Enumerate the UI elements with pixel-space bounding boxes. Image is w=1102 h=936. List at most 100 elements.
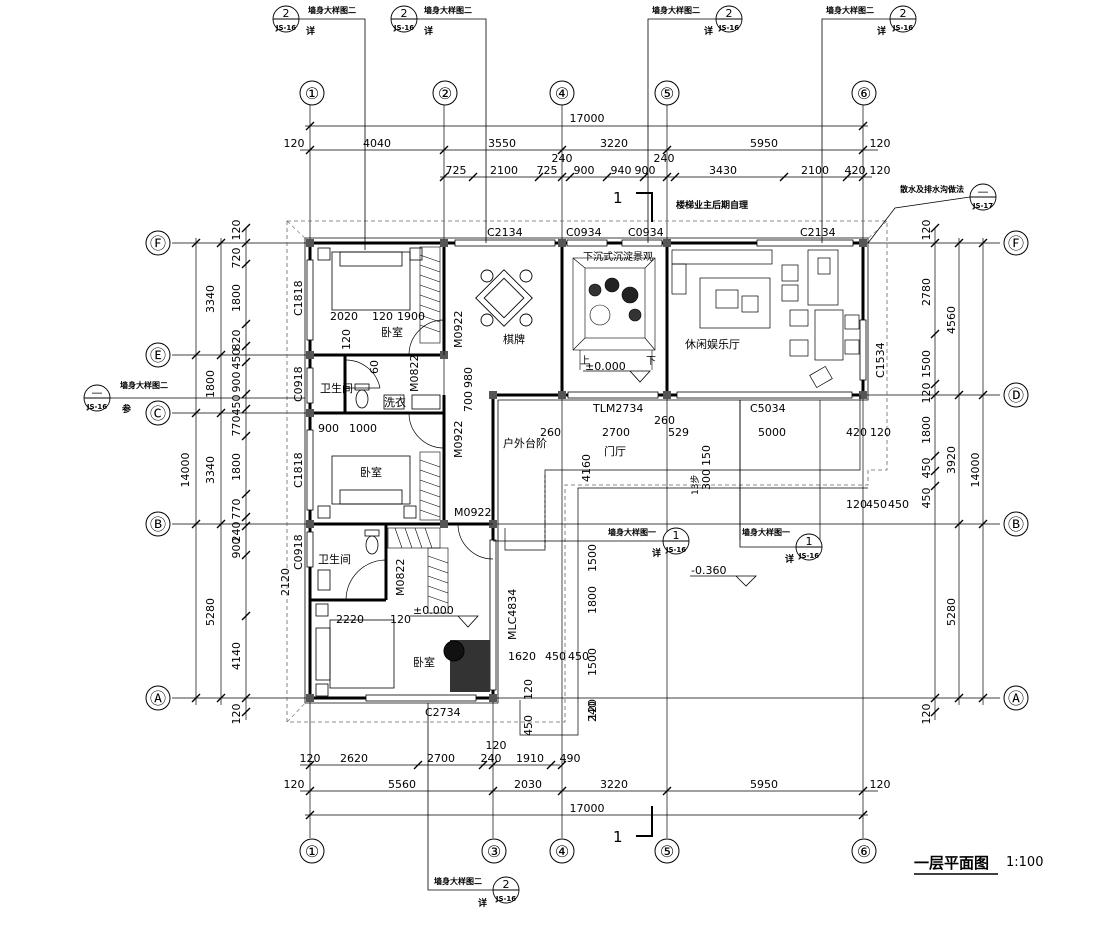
window-label: C5034 <box>750 402 786 415</box>
svg-text:1500: 1500 <box>586 544 599 572</box>
svg-text:1000: 1000 <box>349 422 377 435</box>
level-markers <box>410 370 757 628</box>
svg-text:725: 725 <box>446 164 467 177</box>
svg-text:120: 120 <box>522 679 535 700</box>
svg-text:490: 490 <box>560 752 581 765</box>
drawing-title: 一层平面图 1:100 <box>914 854 1043 875</box>
window-label: C0918 <box>292 366 305 402</box>
title-scale: 1:100 <box>1006 855 1043 870</box>
svg-text:120: 120 <box>846 498 867 511</box>
svg-text:详: 详 <box>306 25 315 37</box>
svg-text:详: 详 <box>877 25 886 37</box>
axis-left-B: Ⓑ <box>150 515 166 534</box>
svg-text:2100: 2100 <box>801 164 829 177</box>
svg-text:725: 725 <box>537 164 558 177</box>
svg-text:5000: 5000 <box>758 426 786 439</box>
svg-text:JS-17: JS-17 <box>972 202 993 210</box>
axis-right-D: Ⓓ <box>1008 386 1024 405</box>
svg-text:120: 120 <box>870 426 891 439</box>
svg-text:5560: 5560 <box>388 778 416 791</box>
svg-text:墙身大样图二: 墙身大样图二 <box>120 380 168 390</box>
svg-text:墙身大样图二: 墙身大样图二 <box>434 876 482 886</box>
window-label: C0934 <box>566 226 602 239</box>
axis-top-5: ⑤ <box>660 84 674 103</box>
svg-text:2030: 2030 <box>514 778 542 791</box>
svg-text:1800: 1800 <box>230 453 243 481</box>
axis-left-E: Ⓔ <box>150 346 166 365</box>
svg-text:450: 450 <box>522 715 535 736</box>
svg-text:JS-16: JS-16 <box>665 546 686 554</box>
door-labels: M0922 M0822 M0922 M0922 M0822 <box>394 311 492 597</box>
svg-text:5280: 5280 <box>945 598 958 626</box>
top-dimensions: 17000 120 4040 3550 3220 5950 120 725 21… <box>284 112 891 177</box>
sunken-landscape <box>572 257 656 370</box>
svg-text:2: 2 <box>900 7 907 20</box>
svg-text:4040: 4040 <box>363 137 391 150</box>
svg-text:墙身大样图一: 墙身大样图一 <box>608 527 656 537</box>
svg-text:上: 上 <box>580 355 590 367</box>
svg-text:120: 120 <box>486 739 507 752</box>
svg-text:900: 900 <box>318 422 339 435</box>
window-label: C1818 <box>292 452 305 488</box>
svg-text:5950: 5950 <box>750 137 778 150</box>
svg-text:JS-16: JS-16 <box>892 24 913 32</box>
room-bathroom-2: 卫生间 <box>318 552 351 566</box>
svg-text:450: 450 <box>920 458 933 479</box>
svg-text:120: 120 <box>390 613 411 626</box>
svg-text:770: 770 <box>230 499 243 520</box>
svg-text:820: 820 <box>230 330 243 351</box>
window-label: C0934 <box>628 226 664 239</box>
dim-top-total: 17000 <box>570 112 605 125</box>
callout-leaders <box>110 18 971 891</box>
door-label: M0822 <box>394 559 407 597</box>
left-dimensions: 14000 3340 1800 3340 5280 120 720 1800 8… <box>179 220 292 725</box>
svg-text:14000: 14000 <box>969 453 982 488</box>
level-label: -0.360 <box>691 564 726 577</box>
bottom-dimensions: 120 2620 2700 120 240 1910 490 120 5560 … <box>284 739 891 815</box>
wardrobes <box>387 246 449 614</box>
svg-text:4560: 4560 <box>945 306 958 334</box>
svg-text:3340: 3340 <box>204 456 217 484</box>
svg-text:2: 2 <box>401 7 408 20</box>
svg-text:2: 2 <box>283 7 290 20</box>
axis-right-F: Ⓕ <box>1008 234 1024 253</box>
axis-bottom-6: ⑥ <box>857 842 871 861</box>
svg-text:450: 450 <box>230 349 243 370</box>
svg-text:—: — <box>92 386 103 399</box>
svg-text:420: 420 <box>845 164 866 177</box>
lounge-furniture <box>671 249 860 389</box>
section-number-top: 1 <box>613 189 623 207</box>
svg-text:—: — <box>978 185 989 198</box>
misc-labels: 上 下 楼梯业主后期自理 1 1 13步 <box>580 189 748 846</box>
axis-top-1: ① <box>305 84 319 103</box>
svg-text:JS-16: JS-16 <box>275 24 296 32</box>
svg-text:120: 120 <box>300 752 321 765</box>
svg-text:450: 450 <box>230 395 243 416</box>
svg-text:1500: 1500 <box>920 350 933 378</box>
svg-text:墙身大样图一: 墙身大样图一 <box>742 527 790 537</box>
axis-top-4: ④ <box>555 84 569 103</box>
svg-text:150: 150 <box>700 445 713 466</box>
axis-bottom-4: ④ <box>555 842 569 861</box>
svg-text:60: 60 <box>368 360 381 374</box>
axis-bottom-1: ① <box>305 842 319 861</box>
svg-text:900: 900 <box>574 164 595 177</box>
svg-text:2020: 2020 <box>330 310 358 323</box>
svg-text:3430: 3430 <box>709 164 737 177</box>
svg-text:120: 120 <box>920 383 933 404</box>
svg-text:240: 240 <box>481 752 502 765</box>
window-label: C0918 <box>292 534 305 570</box>
svg-text:2700: 2700 <box>602 426 630 439</box>
svg-text:2: 2 <box>726 7 733 20</box>
room-lounge: 休闲娱乐厅 <box>685 337 740 351</box>
svg-text:720: 720 <box>230 248 243 269</box>
svg-text:墙身大样图二: 墙身大样图二 <box>308 5 356 15</box>
svg-text:详: 详 <box>785 553 794 565</box>
svg-text:1: 1 <box>673 529 680 542</box>
svg-text:JS-16: JS-16 <box>798 552 819 560</box>
svg-text:参: 参 <box>122 403 132 415</box>
svg-text:2100: 2100 <box>490 164 518 177</box>
svg-text:900: 900 <box>230 538 243 559</box>
